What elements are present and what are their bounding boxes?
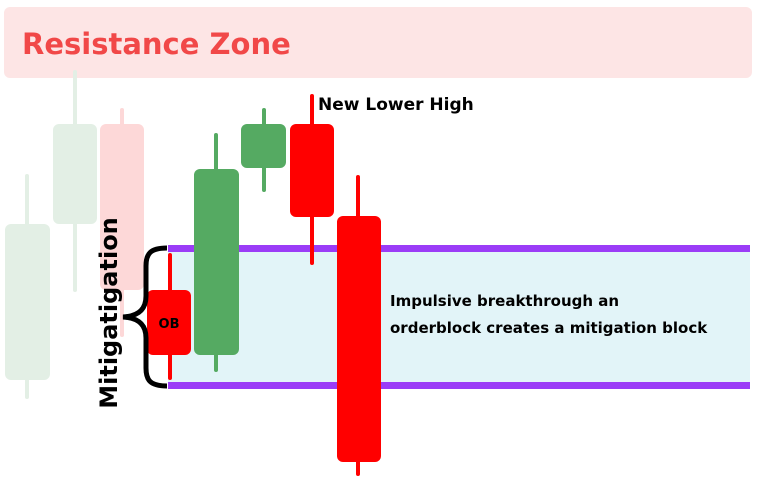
new-lower-high-label: New Lower High xyxy=(318,95,474,115)
curly-brace xyxy=(122,245,168,389)
faded-bull-candle-2 xyxy=(53,70,97,292)
zone-top-line xyxy=(168,245,750,252)
resistance-zone xyxy=(4,7,752,78)
faded-bear-candle xyxy=(100,108,144,337)
zone-bottom-line xyxy=(168,382,750,389)
explanation-line-1: Impulsive breakthrough an xyxy=(390,292,619,310)
bull-candle-small xyxy=(241,108,286,192)
bear-candle-lower-high xyxy=(290,94,334,265)
mitigation-zone xyxy=(168,249,750,385)
ob-label: OB xyxy=(159,317,180,332)
mitigation-vertical-label: Mitigatigation xyxy=(95,217,123,409)
orderblock-candle xyxy=(147,253,191,380)
explanation-line-2: orderblock creates a mitigation block xyxy=(390,319,708,337)
faded-bull-candle-1 xyxy=(5,174,50,399)
bull-candle-impulse xyxy=(194,133,239,372)
resistance-zone-label: Resistance Zone xyxy=(22,27,291,61)
bear-candle-breakthrough xyxy=(337,175,381,476)
